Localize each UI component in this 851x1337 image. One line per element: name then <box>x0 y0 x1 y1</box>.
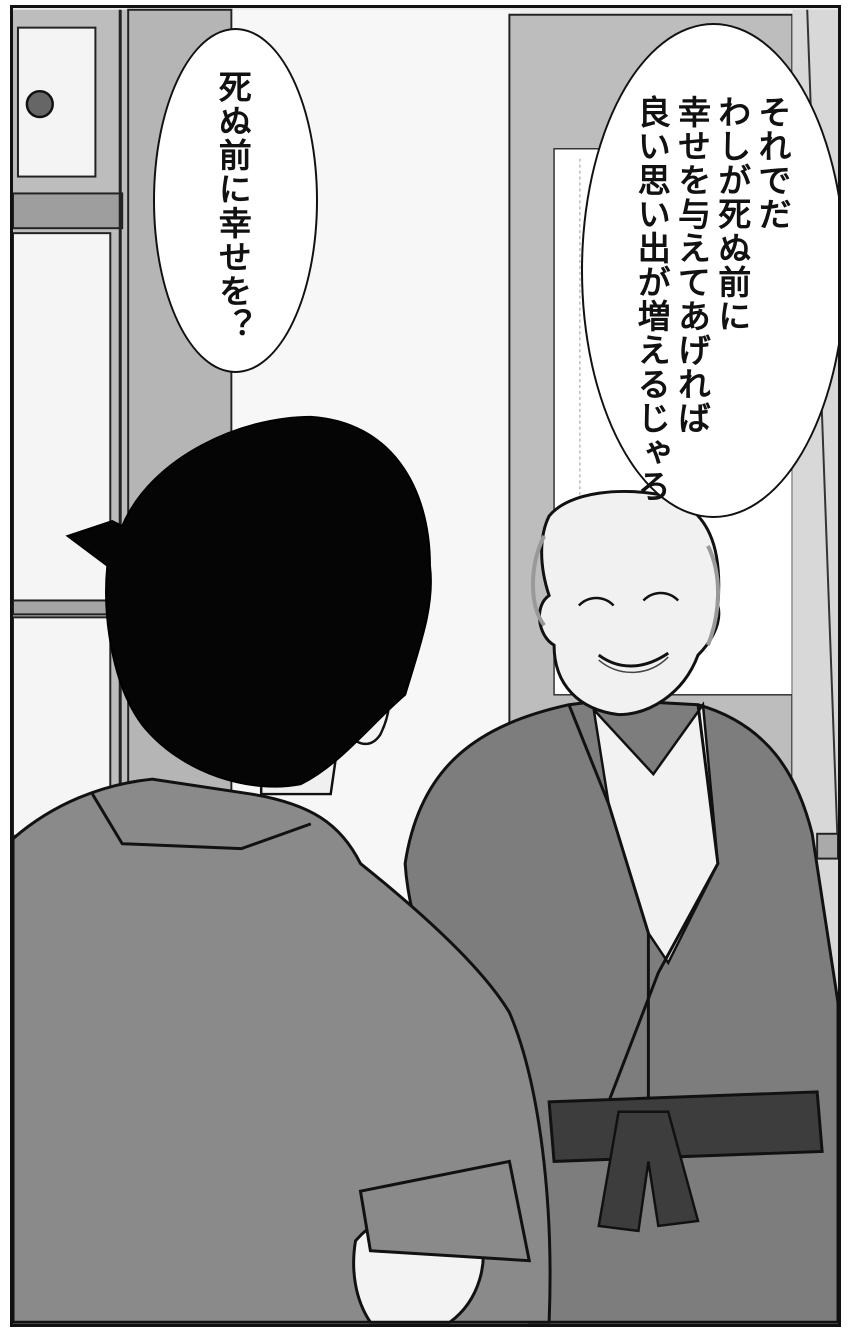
old-man-line-3: 幸せを与えてあげれば <box>672 95 712 435</box>
old-man-line-1: それでだ <box>753 95 792 231</box>
speech-bubble-young-man: 死ぬ前に幸せを？ <box>153 28 318 373</box>
comic-panel: それでだ わしが死ぬ前に 幸せを与えてあげれば 良い思い出が増えるじゃろ 死ぬ前… <box>10 5 841 1327</box>
speech-bubble-old-man: それでだ わしが死ぬ前に 幸せを与えてあげれば 良い思い出が増えるじゃろ <box>581 23 838 518</box>
old-man-line-4: 良い思い出が増えるじゃろ <box>632 95 672 503</box>
young-man-dialogue: 死ぬ前に幸せを？ <box>212 70 252 342</box>
young-man-line-1: 死ぬ前に幸せを？ <box>213 70 253 342</box>
old-man-dialogue: それでだ わしが死ぬ前に 幸せを与えてあげれば 良い思い出が増えるじゃろ <box>631 95 792 503</box>
old-man-line-2: わしが死ぬ前に <box>712 95 752 333</box>
